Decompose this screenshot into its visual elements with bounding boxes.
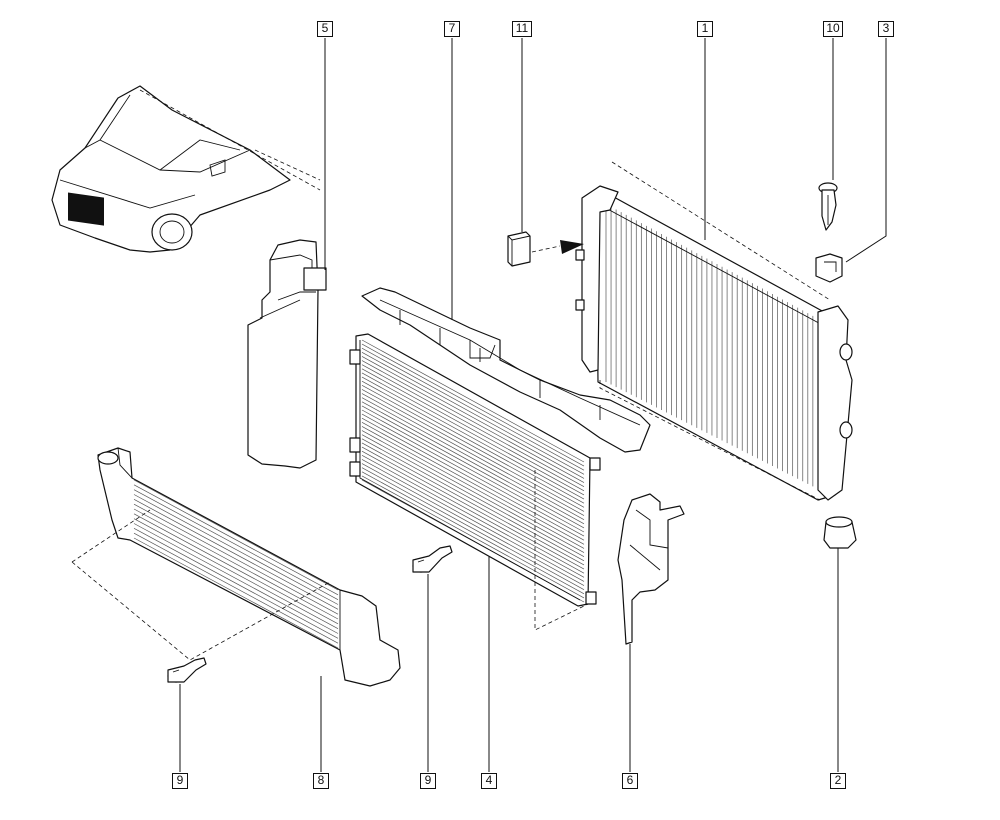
air-deflector-5 [247, 239, 327, 469]
upper-cross-member-7 [361, 287, 651, 453]
bolt-9a [412, 545, 453, 573]
push-clip-10 [818, 182, 838, 231]
lower-deflector-6 [617, 493, 685, 645]
callout-10: 10 [823, 21, 843, 37]
callout-7: 7 [444, 21, 460, 37]
callout-5: 5 [317, 21, 333, 37]
car-thumbnail [51, 85, 321, 253]
callout-6: 6 [622, 773, 638, 789]
radiator-1 [575, 161, 853, 501]
bracket-3 [815, 253, 843, 283]
callout-11: 11 [512, 21, 532, 37]
intercooler-8 [71, 447, 401, 687]
callout-1: 1 [697, 21, 713, 37]
callout-9-left: 9 [172, 773, 188, 789]
clip-block-11 [507, 231, 584, 267]
bolt-9b [167, 657, 207, 683]
callout-4: 4 [481, 773, 497, 789]
condenser-4 [349, 333, 601, 631]
callout-8: 8 [313, 773, 329, 789]
callout-3: 3 [878, 21, 894, 37]
leader-lines [179, 38, 887, 772]
callout-2: 2 [830, 773, 846, 789]
callout-9-center: 9 [420, 773, 436, 789]
rubber-mount-2 [823, 516, 857, 549]
